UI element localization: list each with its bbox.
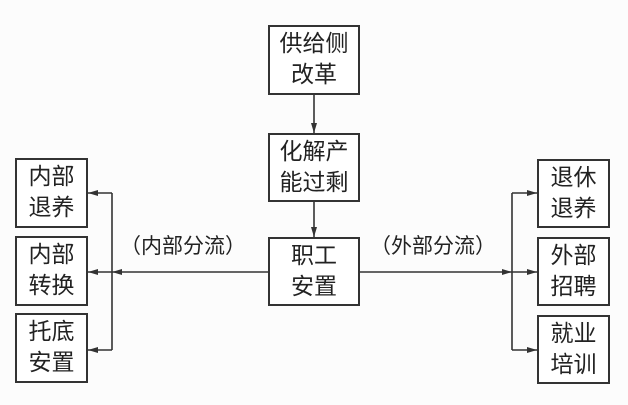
node-text: 内部 [28,164,75,190]
node-text: 培训 [550,351,597,378]
node-text: 职工 [291,242,337,269]
node-text: 转换 [28,273,75,299]
node-text: 托底 [28,319,75,345]
node-text: 内部 [28,242,75,268]
node-text: 退养 [28,195,75,221]
node-worker-placement: 职工 安置 [268,237,360,306]
node-supply-side-reform: 供给侧 改革 [268,25,360,95]
node-text: 就业 [550,320,597,347]
node-text: 退休 [550,164,597,191]
node-text: 供给侧 [279,31,349,57]
node-text: 化解产 [279,138,349,165]
node-text: 安置 [28,350,75,376]
node-text: 外部 [550,242,597,269]
node-text: 改革 [291,62,337,88]
label-external-flow: （外部分流） [370,234,496,258]
label-internal-flow: （内部分流） [120,234,246,258]
node-employment-training: 就业 培训 [537,315,610,384]
node-text: 能过剩 [279,169,349,196]
node-internal-transfer: 内部 转换 [15,236,88,306]
node-resolve-overcapacity: 化解产 能过剩 [268,133,360,202]
node-text: 安置 [291,273,337,300]
node-external-recruitment: 外部 招聘 [537,237,610,306]
node-text: 退养 [550,195,597,222]
node-text: 招聘 [550,273,597,300]
node-fallback-placement: 托底 安置 [15,313,88,383]
node-retirement: 退休 退养 [537,159,610,228]
node-internal-retirement: 内部 退养 [15,158,88,228]
